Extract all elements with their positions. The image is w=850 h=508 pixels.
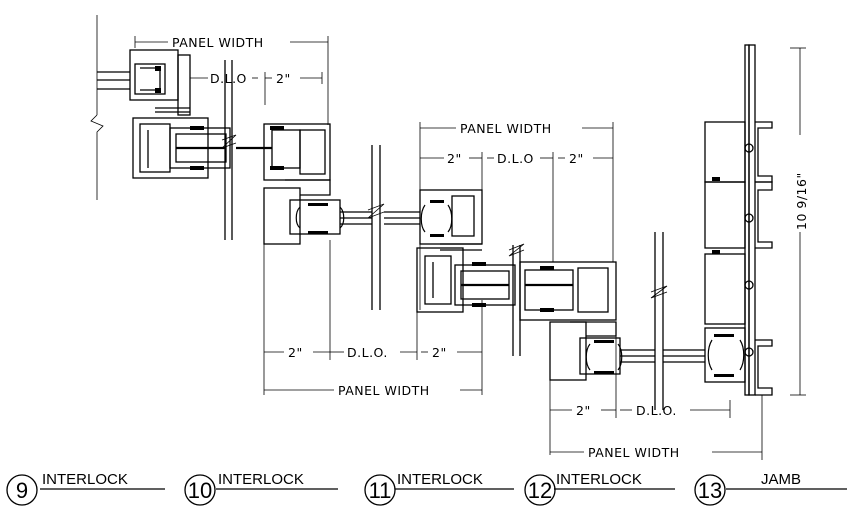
detail-title-9: 9 INTERLOCK [6,471,165,506]
detail-title: INTERLOCK [556,471,642,488]
panel-width-label: PANEL WIDTH [338,383,430,398]
two-inch-label: 2" [447,151,462,166]
dimension-panel-width-lower-left: PANEL WIDTH [264,383,482,398]
dimension-dlo-top-left: D.L.O [189,71,258,86]
detail-9-section [90,15,231,200]
dimension-panel-width-top-left: PANEL WIDTH [134,35,329,50]
two-inch-label: 2" [569,151,584,166]
dimension-panel-width-lower-right: PANEL WIDTH [550,395,763,460]
detail-number: 13 [698,478,722,503]
detail-13-section [663,44,773,396]
detail-title-11: 11 INTERLOCK [364,471,514,506]
detail-title: JAMB [761,471,801,488]
detail-title-13: 13 JAMB [694,471,847,506]
jamb-height-label: 10 9/16" [794,172,809,230]
two-inch-label: 2" [276,71,291,86]
detail-title: INTERLOCK [397,471,483,488]
detail-11-section [384,189,516,313]
dlo-dotted-label: D.L.O. [347,345,388,360]
dimension-row-mid: 2" D.L.O 2" [419,134,614,310]
two-inch-label: 2" [288,345,303,360]
dimension-row-lower-right: 2" D.L.O. [549,336,731,455]
detail-10-section [236,123,372,245]
detail-number: 9 [16,478,28,503]
panel-width-label: PANEL WIDTH [172,35,264,50]
detail-number: 10 [188,478,212,503]
detail-title-10: 10 INTERLOCK [184,471,338,506]
dimension-jamb-height: 10 9/16" [790,47,809,396]
detail-number: 11 [369,478,392,503]
two-inch-label: 2" [576,403,591,418]
dlo-label: D.L.O [210,71,247,86]
panel-width-label: PANEL WIDTH [588,445,680,460]
detail-title: INTERLOCK [218,471,304,488]
dimension-two-inch-top-left: 2" [264,71,323,105]
detail-title: INTERLOCK [42,471,128,488]
dimension-row-lower-left: 2" D.L.O. 2" [263,240,483,395]
two-inch-label: 2" [432,345,447,360]
dimension-panel-width-mid: PANEL WIDTH [419,121,614,136]
detail-12-section [519,261,655,381]
detail-number: 12 [528,478,552,503]
dlo-dotted-label: D.L.O. [636,403,677,418]
detail-title-12: 12 INTERLOCK [524,471,675,506]
dlo-label: D.L.O [497,151,534,166]
panel-width-label: PANEL WIDTH [460,121,552,136]
